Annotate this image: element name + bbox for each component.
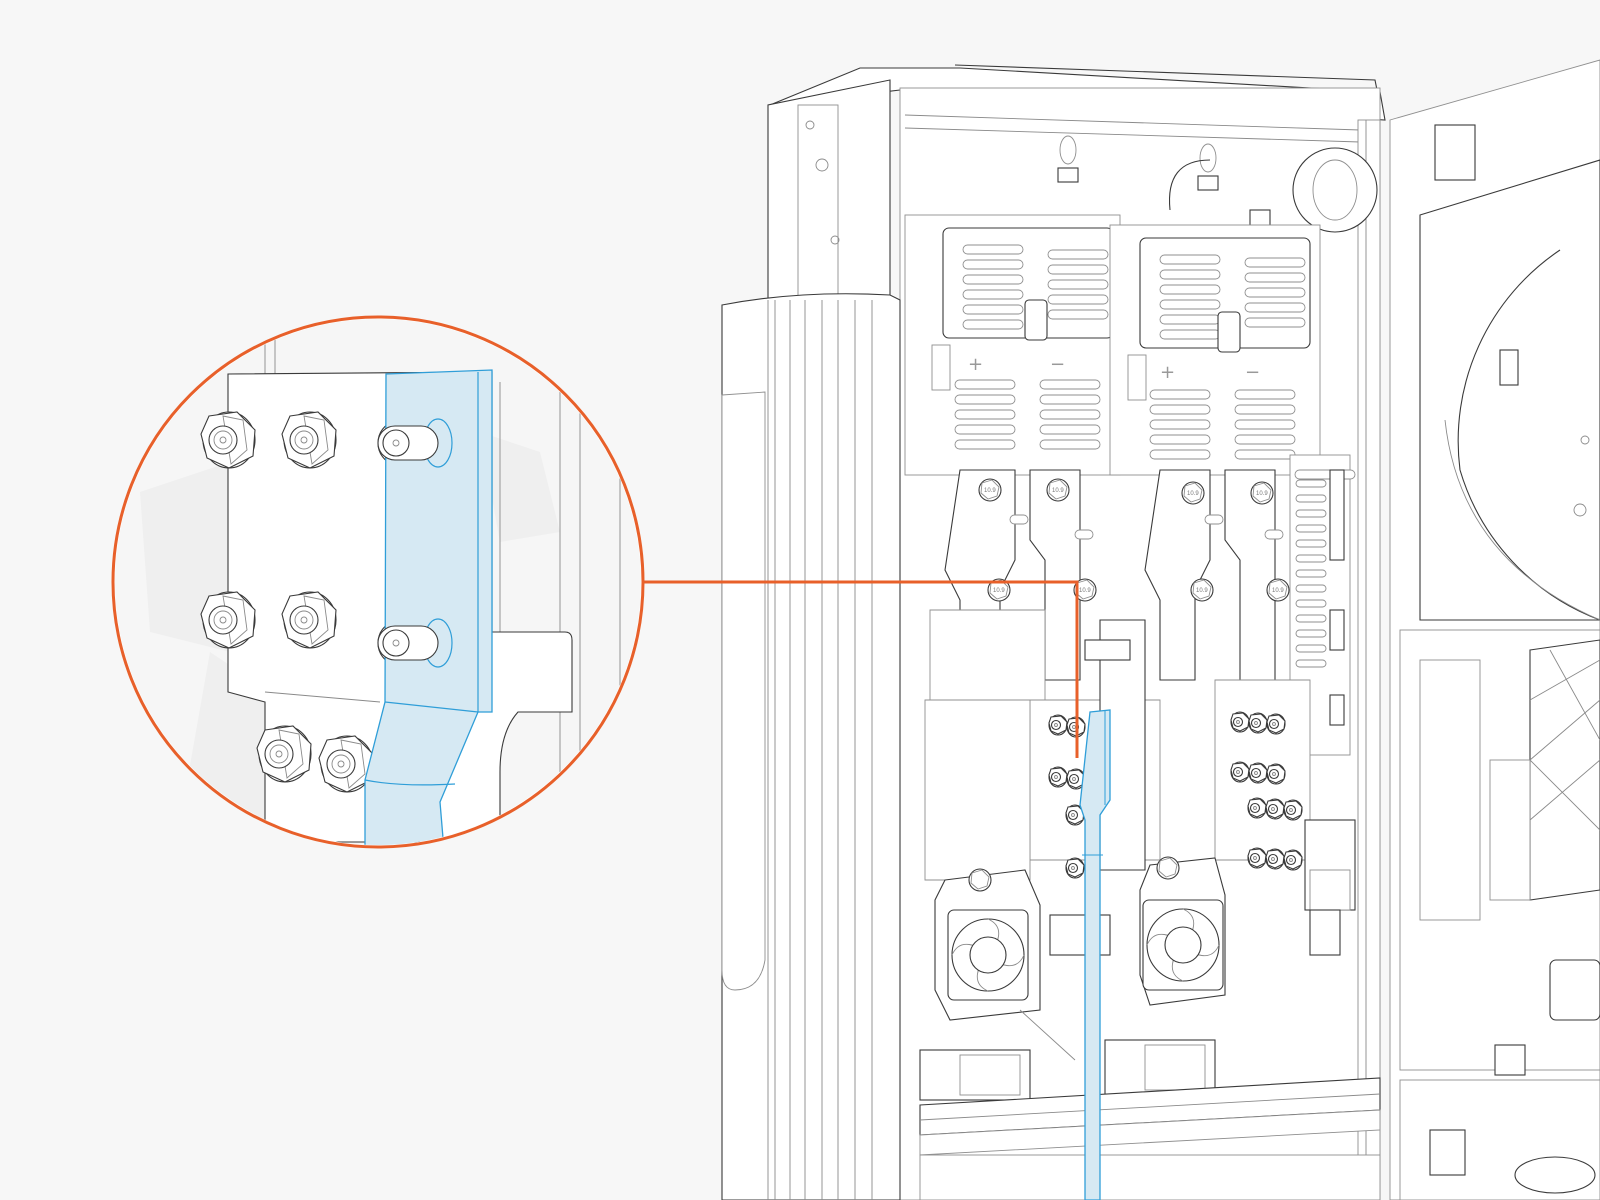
bolt-grade: 10.9 bbox=[993, 588, 1005, 594]
front-pillar bbox=[721, 293, 901, 1200]
magnified-callout bbox=[111, 315, 645, 849]
open-door-panel bbox=[1389, 59, 1600, 1200]
lower-compartment bbox=[919, 1154, 1381, 1200]
din-rail bbox=[919, 1077, 1381, 1156]
bolt-grade: 10.9 bbox=[1052, 488, 1064, 494]
terminal-blocks bbox=[919, 1009, 1216, 1101]
bolt-grade: 10.9 bbox=[1272, 588, 1284, 594]
bolt-grade: 10.9 bbox=[984, 488, 996, 494]
plus-sign: + bbox=[968, 354, 983, 375]
busbar bbox=[1079, 709, 1111, 1200]
power-module-left: + − bbox=[904, 214, 1121, 476]
breakers bbox=[1304, 819, 1356, 956]
bolt-grade: 10.9 bbox=[1079, 588, 1091, 594]
callout-leader-line bbox=[643, 580, 1079, 758]
terminal-brackets: 10.9 10.9 10.9 10.9 10.9 10.9 10.9 10.9 bbox=[924, 469, 1311, 881]
top-hooks bbox=[1057, 135, 1219, 211]
bolt-grade: 10.9 bbox=[1187, 491, 1199, 497]
relay-box bbox=[1049, 914, 1111, 956]
power-module-right: + − bbox=[1109, 224, 1321, 476]
cable-ring bbox=[1249, 147, 1378, 235]
bolt-grade: 10.9 bbox=[1196, 588, 1208, 594]
cooling-fan-left bbox=[934, 868, 1041, 1021]
minus-sign: − bbox=[1050, 354, 1065, 375]
plus-sign: + bbox=[1160, 362, 1175, 383]
bolt-grade: 10.9 bbox=[1256, 491, 1268, 497]
minus-sign: − bbox=[1245, 362, 1260, 383]
cooling-fan-right bbox=[1139, 856, 1226, 1006]
